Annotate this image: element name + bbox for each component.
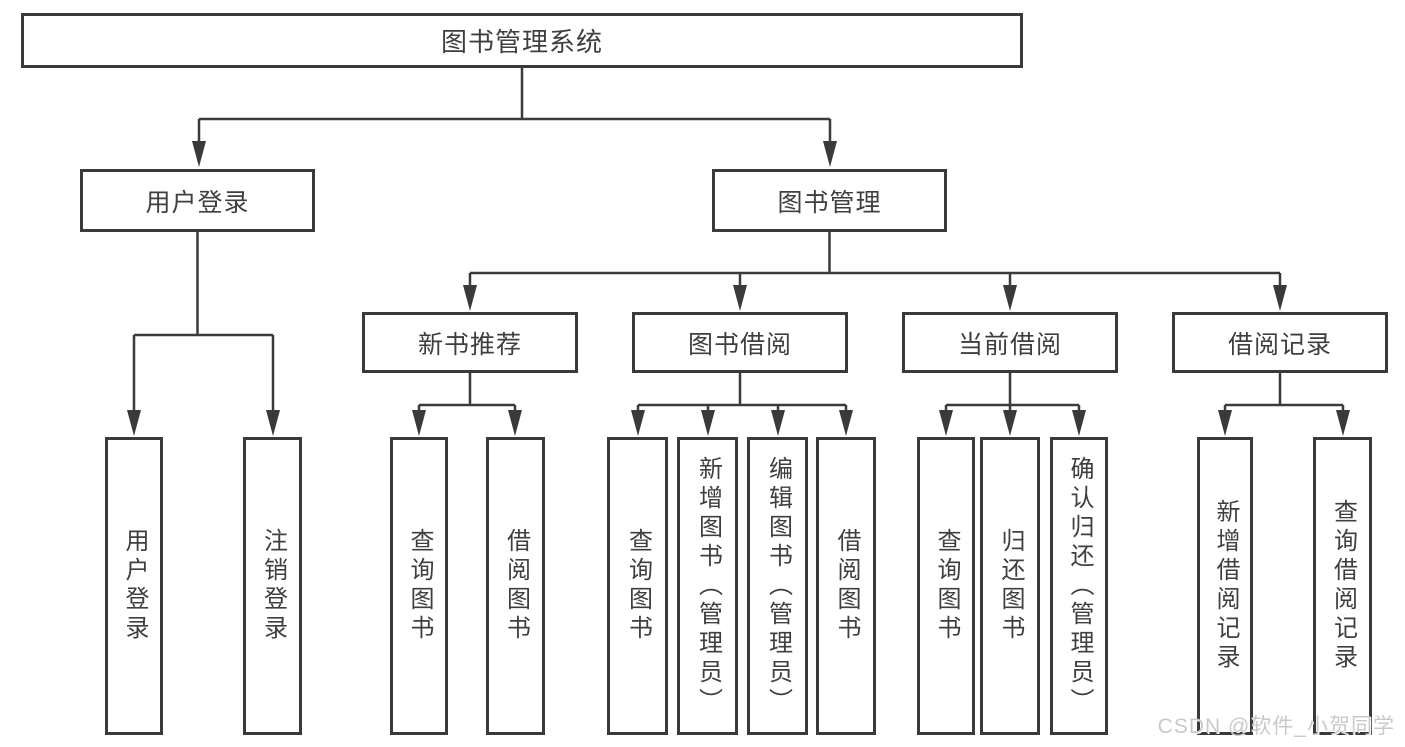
node-root: 图书管理系统 bbox=[21, 13, 1023, 68]
leaf-add-book-admin: 新增图书（管理员） bbox=[677, 437, 738, 735]
leaf-add-book-admin-label: 新增图书（管理员） bbox=[694, 455, 722, 717]
leaf-return-book: 归还图书 bbox=[980, 437, 1040, 735]
arrow-down-icon bbox=[733, 285, 747, 311]
leaf-query-book-recommend: 查询图书 bbox=[390, 437, 448, 735]
node-book-borrow: 图书借阅 bbox=[632, 312, 848, 373]
node-borrow-record-label: 借阅记录 bbox=[1227, 330, 1332, 359]
arrow-down-icon bbox=[1003, 285, 1017, 311]
leaf-add-borrow-record: 新增借阅记录 bbox=[1197, 437, 1253, 735]
watermark: CSDN @软件_小贺同学 bbox=[1157, 715, 1395, 738]
leaf-borrow-book-recommend-label: 借阅图书 bbox=[502, 528, 530, 644]
connector-root-level2 bbox=[197, 68, 832, 144]
arrow-down-icon bbox=[839, 410, 853, 436]
connector-book-borrow-leaves bbox=[636, 373, 848, 413]
connector-current-borrow-leaves bbox=[944, 373, 1081, 413]
leaf-confirm-return-admin: 确认归还（管理员） bbox=[1050, 437, 1108, 735]
node-new-book-recommend: 新书推荐 bbox=[362, 312, 578, 373]
arrow-down-icon bbox=[266, 410, 280, 436]
leaf-confirm-return-admin-label: 确认归还（管理员） bbox=[1066, 455, 1093, 717]
arrow-down-icon bbox=[939, 410, 953, 436]
arrow-down-icon bbox=[701, 410, 715, 436]
node-book-borrow-label: 图书借阅 bbox=[687, 330, 792, 359]
arrow-down-icon bbox=[463, 285, 477, 311]
leaf-add-borrow-record-label: 新增借阅记录 bbox=[1212, 499, 1239, 673]
node-root-label: 图书管理系统 bbox=[440, 27, 603, 57]
arrow-down-icon bbox=[1072, 410, 1086, 436]
leaf-logout-label: 注销登录 bbox=[259, 528, 287, 644]
leaf-query-borrow-record-label: 查询借阅记录 bbox=[1329, 499, 1357, 673]
leaf-logout: 注销登录 bbox=[243, 437, 302, 735]
arrow-down-icon bbox=[192, 141, 206, 167]
arrow-down-icon bbox=[127, 410, 141, 436]
arrow-down-icon bbox=[1218, 410, 1232, 436]
arrow-down-icon bbox=[1003, 410, 1017, 436]
leaf-borrow-book: 借阅图书 bbox=[816, 437, 876, 735]
node-new-book-recommend-label: 新书推荐 bbox=[417, 330, 522, 359]
node-user-login: 用户登录 bbox=[80, 169, 315, 232]
leaf-borrow-book-label: 借阅图书 bbox=[833, 528, 860, 644]
leaf-query-book-borrow-label: 查询图书 bbox=[624, 528, 652, 644]
node-book-management-label: 图书管理 bbox=[777, 188, 882, 217]
connector-user-login-leaves bbox=[132, 232, 275, 413]
node-current-borrow: 当前借阅 bbox=[902, 312, 1118, 373]
arrow-down-icon bbox=[508, 410, 522, 436]
node-current-borrow-label: 当前借阅 bbox=[957, 330, 1062, 359]
leaf-user-login: 用户登录 bbox=[105, 437, 163, 735]
connector-new-book-recommend-leaves bbox=[417, 373, 517, 413]
leaf-query-book-recommend-label: 查询图书 bbox=[406, 528, 433, 644]
leaf-query-borrow-record: 查询借阅记录 bbox=[1313, 437, 1372, 735]
connector-borrow-record-leaves bbox=[1223, 373, 1345, 413]
leaf-edit-book-admin: 编辑图书（管理员） bbox=[747, 437, 808, 735]
arrow-down-icon bbox=[1336, 410, 1350, 436]
node-user-login-label: 用户登录 bbox=[145, 188, 250, 217]
arrow-down-icon bbox=[771, 410, 785, 436]
node-borrow-record: 借阅记录 bbox=[1172, 312, 1388, 373]
leaf-edit-book-admin-label: 编辑图书（管理员） bbox=[764, 455, 792, 717]
connector-book-management-level3 bbox=[468, 232, 1282, 288]
leaf-borrow-book-recommend: 借阅图书 bbox=[486, 437, 545, 735]
arrow-down-icon bbox=[631, 410, 645, 436]
leaf-user-login-label: 用户登录 bbox=[121, 528, 148, 644]
node-book-management: 图书管理 bbox=[712, 169, 947, 232]
arrow-down-icon bbox=[823, 141, 837, 167]
arrow-down-icon bbox=[412, 410, 426, 436]
leaf-query-book-borrow: 查询图书 bbox=[607, 437, 668, 735]
leaf-query-book-current: 查询图书 bbox=[917, 437, 975, 735]
arrow-down-icon bbox=[1273, 285, 1287, 311]
leaf-query-book-current-label: 查询图书 bbox=[933, 528, 960, 644]
leaf-return-book-label: 归还图书 bbox=[997, 528, 1024, 644]
